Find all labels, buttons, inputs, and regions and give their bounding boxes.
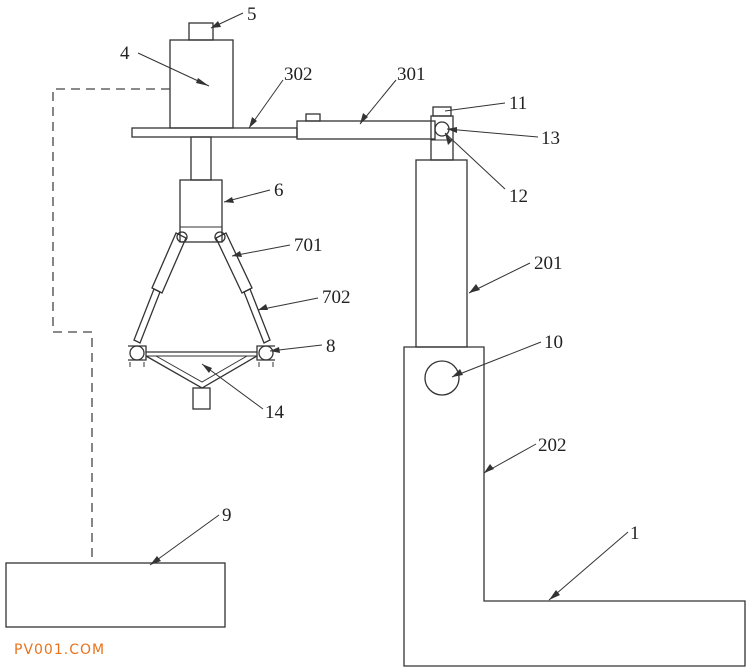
upright-post-201 <box>415 159 468 348</box>
support-stub <box>192 387 211 410</box>
label-201: 201 <box>534 253 563 274</box>
leader-lines <box>137 12 629 601</box>
label-6: 6 <box>274 180 284 201</box>
label-4: 4 <box>120 43 130 64</box>
leader-arrowheads <box>150 21 560 600</box>
label-5: 5 <box>247 4 257 25</box>
pivot-pin-12 <box>434 121 450 137</box>
support-v-14 <box>145 355 258 389</box>
plate-302 <box>131 127 298 138</box>
label-302: 302 <box>284 64 313 85</box>
label-8: 8 <box>326 336 336 357</box>
hinge-left <box>176 231 188 243</box>
label-13: 13 <box>541 128 560 149</box>
link-701-left <box>151 232 187 294</box>
label-702: 702 <box>322 287 351 308</box>
label-11: 11 <box>509 93 527 114</box>
label-12: 12 <box>509 186 528 207</box>
claw-left-8 <box>128 345 147 367</box>
arm-tab <box>305 113 321 122</box>
arm-301 <box>296 120 436 140</box>
watermark: PV001.COM <box>14 642 105 658</box>
label-301: 301 <box>397 64 426 85</box>
claw-right-8 <box>256 345 275 367</box>
base-frame-202 <box>403 346 746 667</box>
rotary-joint-10 <box>424 360 460 396</box>
drive-rod <box>190 136 212 181</box>
shaft-5 <box>188 22 214 41</box>
link-701-right <box>215 232 253 294</box>
signal-line <box>52 88 170 563</box>
label-1: 1 <box>630 523 640 544</box>
pivot-cap <box>432 106 452 117</box>
hinge-right <box>214 231 226 243</box>
label-202: 202 <box>538 435 567 456</box>
label-10: 10 <box>544 332 563 353</box>
link-702-right <box>243 288 271 344</box>
gripper-body-6 <box>179 179 223 243</box>
controller-9 <box>5 562 226 628</box>
label-9: 9 <box>222 505 232 526</box>
label-701: 701 <box>294 235 323 256</box>
label-14: 14 <box>265 402 285 423</box>
link-702-left <box>133 288 161 344</box>
